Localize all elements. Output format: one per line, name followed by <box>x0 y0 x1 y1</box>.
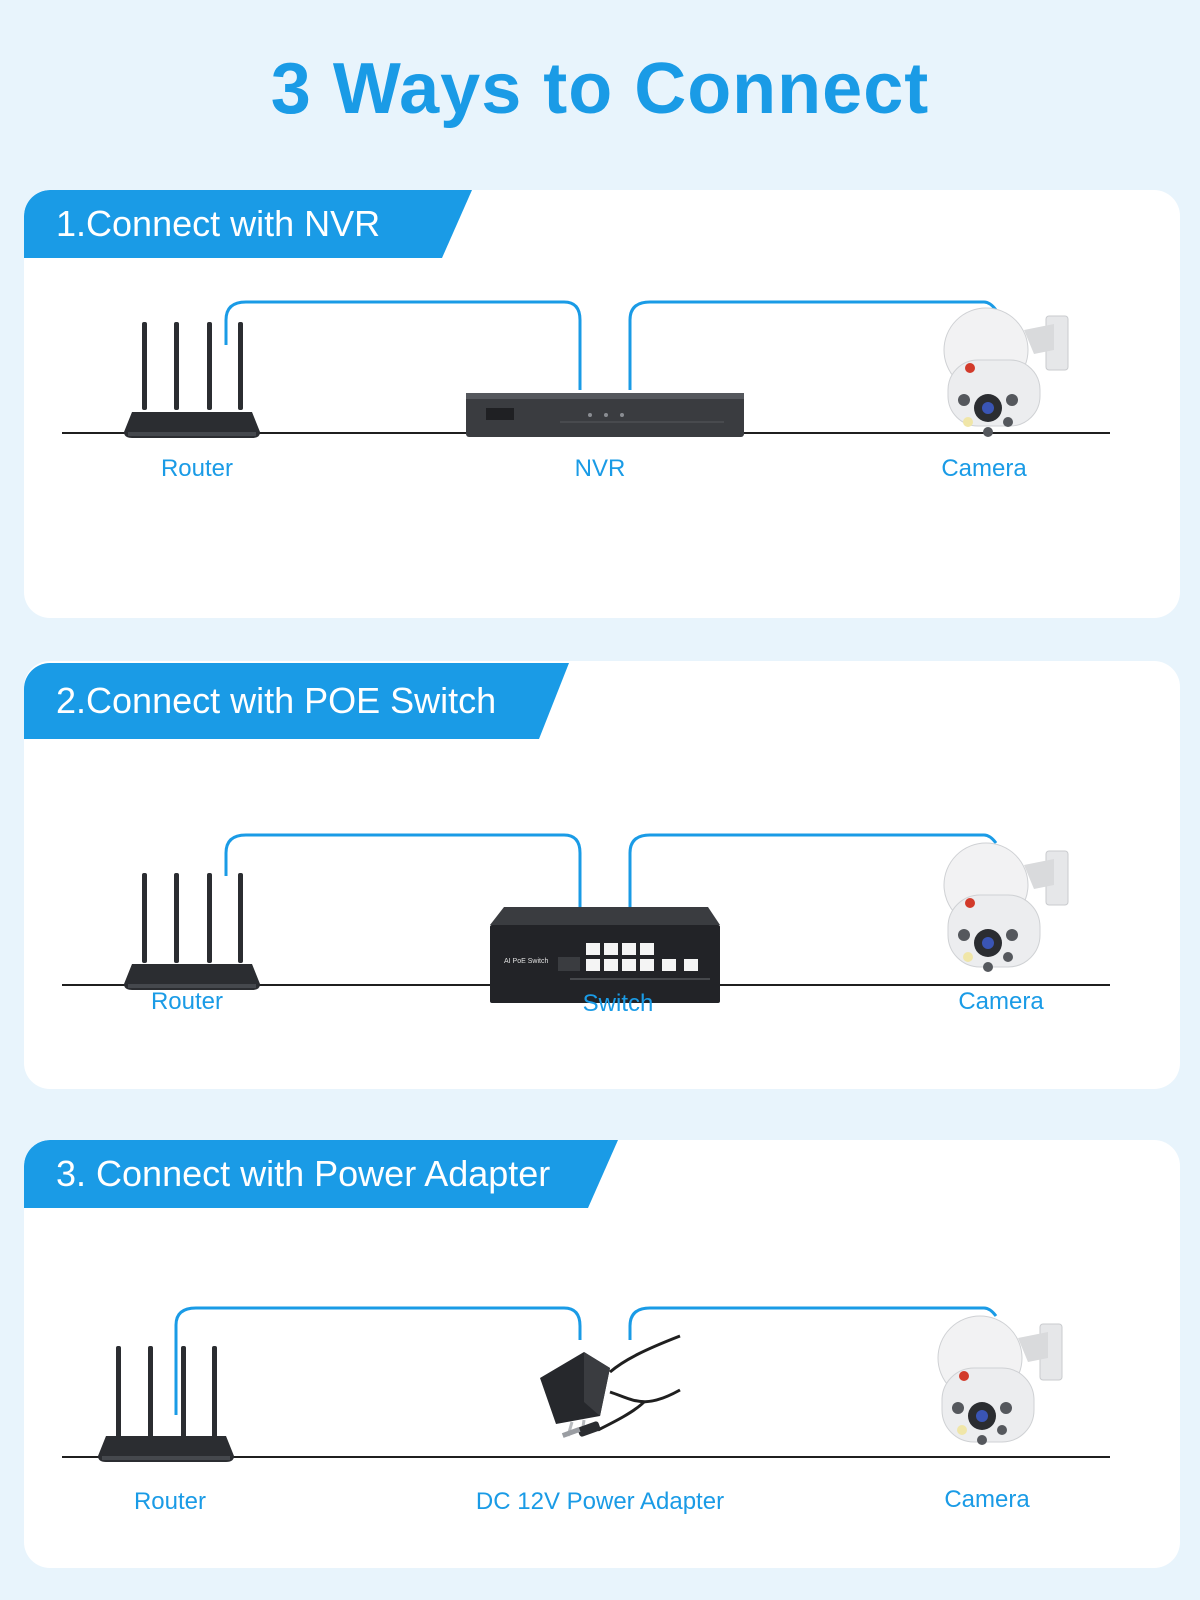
panel-header: 2.Connect with POE Switch <box>24 663 569 739</box>
cable-router-nvr <box>224 300 582 390</box>
ptz-camera-icon <box>943 842 1069 972</box>
cable-router-adapter <box>174 1306 582 1415</box>
panel-connect-nvr: 1.Connect with NVR <box>24 190 1180 618</box>
panel-connect-power-adapter: 3. Connect with Power Adapter <box>24 1140 1180 1568</box>
cable-adapter-camera <box>628 1306 998 1340</box>
connection-diagram: AI PoE Switch <box>62 833 1110 1003</box>
svg-text:AI PoE Switch: AI PoE Switch <box>504 958 548 965</box>
device-label-router: Router <box>133 1488 207 1515</box>
panel-header: 3. Connect with Power Adapter <box>24 1140 618 1208</box>
router-icon <box>124 873 260 990</box>
power-adapter-icon <box>540 1334 681 1438</box>
ptz-camera-icon <box>937 1315 1063 1445</box>
device-label-camera: Camera <box>941 455 1027 482</box>
ptz-camera-icon <box>943 307 1069 437</box>
device-label-router: Router <box>160 455 234 482</box>
poe-switch-icon: AI PoE Switch <box>490 907 720 1003</box>
nvr-icon <box>466 393 744 437</box>
device-label-camera: Camera <box>944 1486 1030 1513</box>
device-label-camera: Camera <box>958 988 1044 1015</box>
cable-router-switch <box>224 833 582 919</box>
panel-connect-poe-switch: 2.Connect with POE Switch AI PoE Switch <box>24 661 1180 1089</box>
connection-diagram <box>62 1306 1110 1462</box>
panel-header: 1.Connect with NVR <box>24 190 472 258</box>
connection-diagram <box>62 300 1110 438</box>
device-label-power-adapter: DC 12V Power Adapter <box>475 1488 725 1515</box>
device-label-router: Router <box>150 988 224 1015</box>
router-icon <box>124 322 260 438</box>
cable-nvr-camera <box>628 300 998 390</box>
device-label-switch: Switch <box>582 990 654 1017</box>
cable-switch-camera <box>628 833 998 923</box>
device-label-nvr: NVR <box>574 455 626 482</box>
page-title: 3 Ways to Connect <box>270 49 930 129</box>
router-icon <box>98 1346 234 1462</box>
